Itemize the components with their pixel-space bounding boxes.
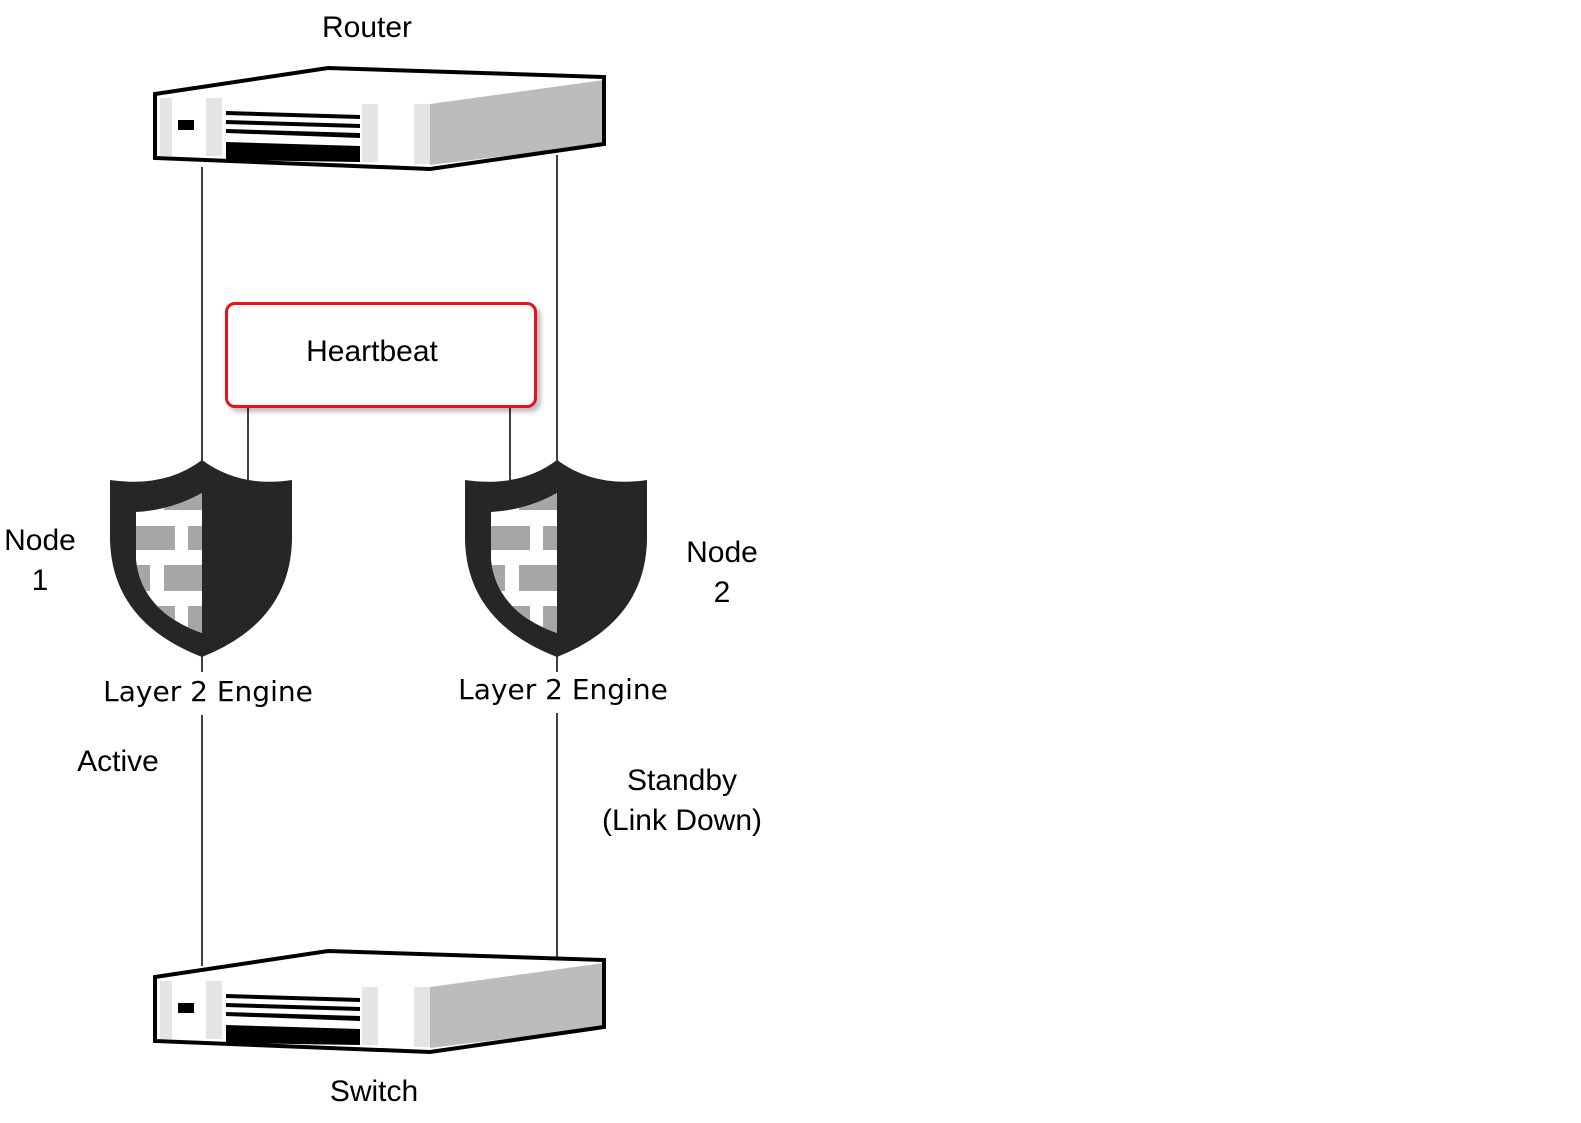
- connection-lines: [201, 155, 558, 966]
- node1-engine-label: Layer 2 Engine: [103, 675, 313, 708]
- heartbeat-box: [225, 302, 537, 408]
- node1-firewall-shield-icon: [110, 460, 292, 657]
- node1-name: Node: [4, 524, 76, 557]
- switch-label: Switch: [329, 1075, 419, 1108]
- router-device-icon: [153, 66, 606, 171]
- node1-status: Active: [77, 745, 159, 778]
- node2-status-detail: (Link Down): [601, 804, 763, 837]
- node2-firewall-shield-icon: [465, 460, 647, 657]
- node2-name: Node: [686, 536, 758, 569]
- node2-engine-label: Layer 2 Engine: [458, 673, 668, 706]
- node2-status: Standby: [626, 764, 738, 797]
- node2-number: 2: [713, 576, 731, 609]
- heartbeat-label: Heartbeat: [306, 335, 438, 368]
- switch-device-icon: [153, 949, 606, 1054]
- node1-number: 1: [31, 564, 49, 597]
- router-label: Router: [321, 11, 413, 44]
